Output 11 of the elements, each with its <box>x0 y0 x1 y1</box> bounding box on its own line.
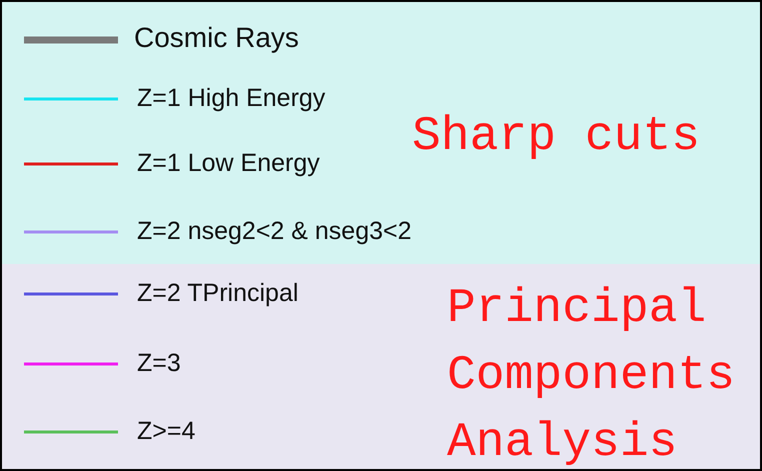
legend-label: Cosmic Rays <box>134 22 299 54</box>
legend-label: Z=2 nseg2<2 & nseg3<2 <box>137 217 412 246</box>
group-band <box>2 264 760 469</box>
legend-label: Z=2 TPrincipal <box>137 279 298 308</box>
group-label: Sharp cuts <box>412 109 702 166</box>
group-band <box>2 2 760 264</box>
group-label: Principal Components Analysis <box>447 281 736 469</box>
legend-label: Z=1 Low Energy <box>137 149 320 178</box>
legend-label: Z=3 <box>137 349 181 378</box>
legend-label: Z=1 High Energy <box>137 84 326 113</box>
legend-label: Z>=4 <box>137 417 196 446</box>
